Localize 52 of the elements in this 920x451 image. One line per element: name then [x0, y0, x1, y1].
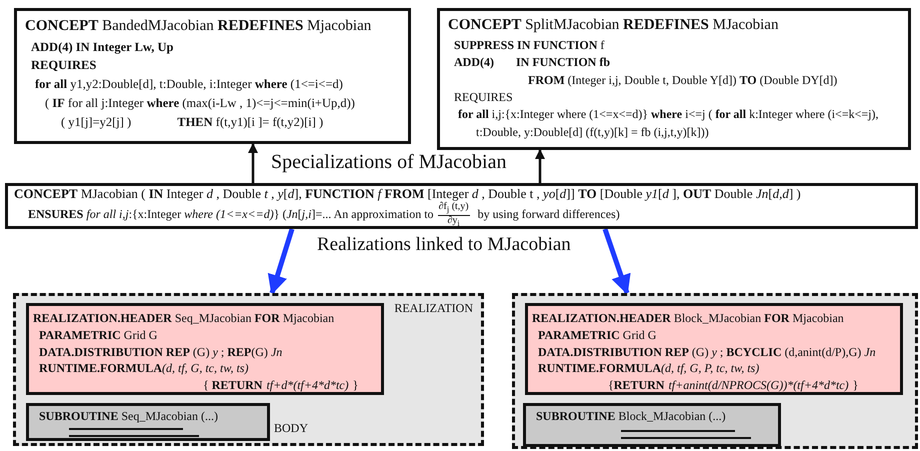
code-text: } [852, 377, 858, 394]
concept-box [437, 8, 911, 150]
header-box [26, 303, 384, 395]
arrow [268, 228, 294, 295]
code-text: for all i,j:{x:Integer where (1<=x<=d)} where i<=j ( for all k:Integer where (i<=k<=j), t:Double, y:Double[d] (f(t,y)[k] = fb (i,j,t,y)[k])) [458, 107, 878, 139]
code-text: ( IF for all j:Integer where (max(i-Lw , 1)<=j<=min(i+Up,d)) [45, 94, 355, 112]
code-text: {RETURN [608, 377, 664, 394]
arrow [602, 228, 631, 295]
header-box [525, 303, 903, 395]
realization-container [13, 293, 484, 446]
code-text: DATA.DISTRIBUTION REP (G) y ; REP(G) Jn [39, 344, 282, 360]
code-text: RUNTIME.FORMULA [538, 360, 661, 378]
code-text: } [352, 377, 358, 394]
code-text: THEN f(t,y1)[i ]= f(t,y2)[i] ) [177, 114, 324, 131]
code-text: ( y1[j]=y2[j] ) [61, 114, 132, 131]
code-text: tf+d*(tf+4*d*tc) [266, 377, 349, 394]
code-text: SUPPRESS IN FUNCTION f [454, 36, 604, 54]
code-text: { RETURN [203, 377, 262, 394]
arrow [535, 149, 545, 183]
code-text: tf+anint(d/NPROCS(G))*(tf+4*d*tc) [668, 377, 849, 394]
code-text: RUNTIME.FORMULA [39, 360, 162, 378]
code-text: REQUIRES [31, 57, 96, 74]
code-text: CONCEPT MJacobian ( IN Integer d, Double t , y[d], FUNCTION f FROM [Integer d, Double t , yo[d]] TO [Double y1[d ], OUT Double Jn[d,d] ) [14, 187, 801, 202]
code-text: DATA.DISTRIBUTION REP (G) y ; BCYCLIC (d,anint(d/P),G) Jn [538, 344, 876, 360]
code-text: ENSURES for all i,j:{x:Integer where (1<=x<=d)} (Jn[j,i]=... An approximation to [28, 208, 434, 222]
corner-label: REALIZATION [394, 300, 473, 317]
code-text: for all y1,y2:Double[d], t:Double, i:Integer where (1<=i<=d) [35, 76, 343, 93]
code-text: ADD(4) IN Integer Lw, Up [31, 38, 174, 56]
code-text: SUBROUTINE Block_MJacobian (...) [536, 409, 726, 425]
concept-box [5, 183, 918, 229]
code-text: PARAMETRIC Grid G [538, 326, 656, 344]
fraction-numerator: ∂f$_{j}$ (t,y) [438, 202, 470, 216]
code-text: IN FUNCTION fb [516, 54, 610, 72]
subroutine-box [523, 403, 781, 447]
code-text: CONCEPT BandedMJacobian REDEFINES Mjacobian [25, 17, 372, 36]
code-text: CONCEPT SplitMJacobian REDEFINES MJacobian [448, 16, 778, 35]
side-label: BODY [274, 420, 308, 437]
code-text: REALIZATION.HEADER Block_MJacobian FOR Mjacobian [532, 310, 844, 327]
code-text: (d, tf, G, tc, tw, ts) [162, 360, 248, 378]
code-text: REALIZATION.HEADER Seq_MJacobian FOR Mjacobian [33, 310, 334, 327]
code-text: ADD(4) [454, 54, 494, 72]
realization-container [512, 293, 918, 449]
code-text: by using forward differences) [478, 208, 620, 222]
arrow [248, 143, 258, 183]
code-text: SUBROUTINE Seq_MJacobian (...) [39, 409, 218, 425]
code-text: (d, tf, G, P, tc, tw, ts) [661, 360, 760, 378]
fraction-denominator: ∂y$_{i}$ [446, 216, 461, 228]
subroutine-box [26, 403, 270, 441]
code-text: PARAMETRIC Grid G [39, 326, 158, 344]
code-text: REQUIRES [454, 88, 513, 106]
concept-box [14, 8, 411, 144]
code-text: FROM (Integer i,j, Double t, Double Y[d]) TO (Double DY[d]) [528, 72, 838, 89]
